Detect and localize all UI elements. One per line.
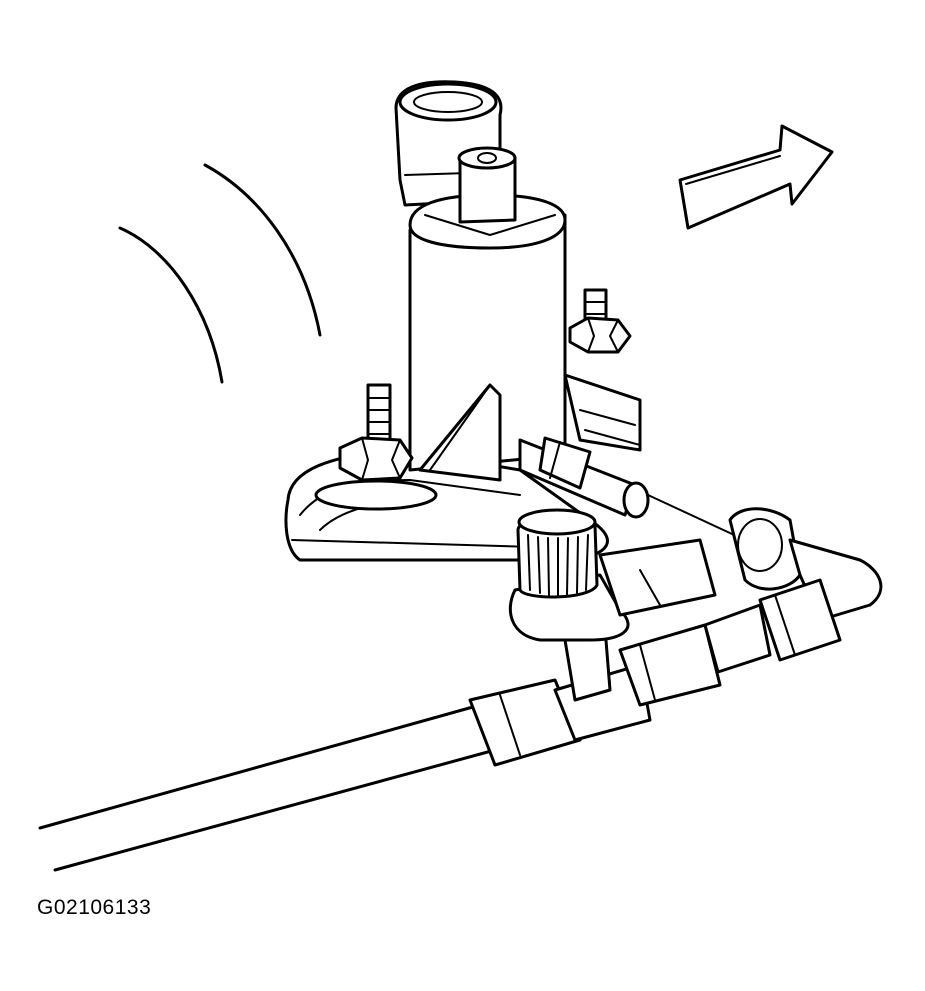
solenoid-port [459,148,515,222]
check-valve [510,510,715,640]
left-stud-nut [316,385,436,509]
solenoid-side-hose [520,438,745,540]
solenoid-body [410,195,565,480]
figure-code-label: G02106133 [37,896,152,919]
motion-arcs [120,165,320,382]
mounting-bracket [565,375,640,450]
direction-arrow-icon [680,126,832,228]
tee-fitting [470,605,770,765]
right-stud-nut [570,290,630,352]
vacuum-line [40,705,495,870]
elbow-connector [730,509,881,660]
